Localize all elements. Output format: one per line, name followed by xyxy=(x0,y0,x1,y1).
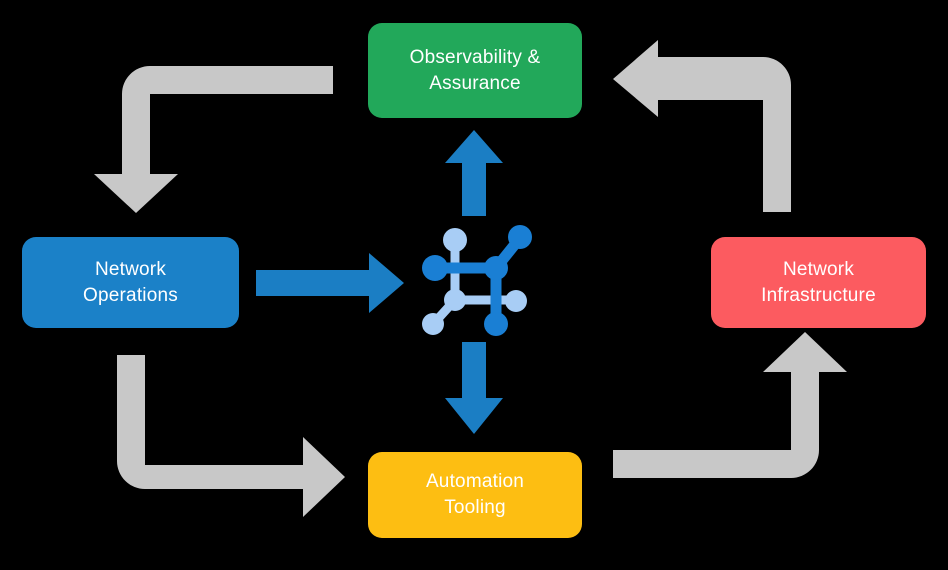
blue-arrow-operations-to-center xyxy=(256,253,404,313)
node-box-observability[interactable]: Observability & Assurance xyxy=(368,23,582,118)
gray-arrow-operations-to-automation xyxy=(117,355,345,517)
node-box-network-infrastructure[interactable]: Network Infrastructure xyxy=(711,237,926,328)
gray-arrow-infrastructure-to-observability xyxy=(613,40,791,212)
gray-arrow-automation-to-infrastructure xyxy=(613,332,847,478)
node-box-network-operations[interactable]: Network Operations xyxy=(22,237,239,328)
blue-arrow-center-to-automation xyxy=(445,342,503,434)
gray-arrow-observability-to-operations xyxy=(94,66,333,213)
node-box-automation-tooling[interactable]: Automation Tooling xyxy=(368,452,582,538)
blue-arrow-center-to-observability xyxy=(445,130,503,216)
